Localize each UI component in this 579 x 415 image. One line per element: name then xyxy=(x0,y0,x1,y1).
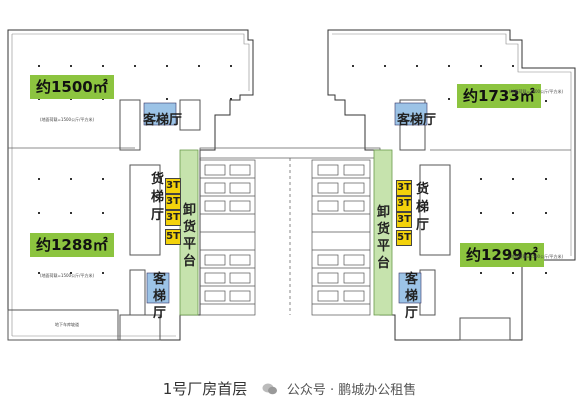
char: 梯 xyxy=(404,289,418,304)
left-loading-bays xyxy=(199,159,256,316)
left-lift-5t: 5T xyxy=(165,229,181,245)
right-lift-3t-3: 3T xyxy=(396,212,412,228)
left-parking-slots xyxy=(204,164,251,302)
char: 平 xyxy=(376,239,390,254)
right-lift-3t-1: 3T xyxy=(396,180,412,196)
right-top-passenger-lift-label: 客梯厅 xyxy=(397,113,437,128)
floor-title: 1号厂房首层 xyxy=(162,380,248,398)
char: 卸 xyxy=(376,205,390,220)
char: 厅 xyxy=(404,306,418,321)
right-lift-3t-2: 3T xyxy=(396,196,412,212)
char: 货 xyxy=(376,222,390,237)
char: 梯 xyxy=(152,289,166,304)
char: 梯 xyxy=(150,190,164,205)
central-road xyxy=(199,147,381,315)
left-top-lift-core xyxy=(143,102,177,126)
left-lift-3t-1: 3T xyxy=(165,178,181,194)
wechat-icon xyxy=(262,383,278,395)
char: 厅 xyxy=(152,306,166,321)
char: 货 xyxy=(150,172,164,187)
right-bottom-lift-core xyxy=(398,272,422,304)
left-bottom-lift-core xyxy=(146,272,170,304)
right-building-outline xyxy=(327,29,576,341)
caption: 1号厂房首层 公众号 · 鹏城办公租售 xyxy=(0,378,579,399)
char: 卸 xyxy=(182,203,196,218)
left-lift-3t-3: 3T xyxy=(165,210,181,226)
right-top-lift-core xyxy=(394,102,428,126)
char: 梯 xyxy=(415,200,429,215)
left-top-passenger-lift-label: 客梯厅 xyxy=(143,113,183,128)
right-top-area-tag: 约1733㎡ xyxy=(457,84,541,108)
left-bottom-area-tag: 约1288㎡ xyxy=(30,233,114,257)
char: 平 xyxy=(182,237,196,252)
char: 货 xyxy=(182,220,196,235)
left-top-load-note: (地面荷载=1500公斤/平方米) xyxy=(40,117,94,122)
right-bottom-load-note: (地面荷载=1500公斤/平方米) xyxy=(509,254,563,259)
left-top-area-tag: 约1500㎡ xyxy=(30,75,114,99)
char: 客 xyxy=(152,272,166,287)
char: 厅 xyxy=(150,208,164,223)
char: 台 xyxy=(376,256,390,271)
source-label: 公众号 · 鹏城办公租售 xyxy=(286,383,417,398)
char: 厅 xyxy=(415,218,429,233)
right-bottom-area-tag: 约1299㎡ xyxy=(460,243,544,267)
right-loading-platform xyxy=(373,149,393,316)
left-lift-3t-2: 3T xyxy=(165,194,181,210)
right-lift-5t: 5T xyxy=(396,230,412,246)
right-parking-slots xyxy=(317,164,365,302)
char: 客 xyxy=(404,272,418,287)
garage-ramp-label: 地下车库坡道 xyxy=(55,322,79,327)
char: 台 xyxy=(182,254,196,269)
left-column-grid xyxy=(38,65,232,274)
char: 货 xyxy=(415,182,429,197)
left-bottom-load-note: (地面荷载=1500公斤/平方米) xyxy=(40,273,94,278)
right-top-load-note: (地面荷载=1500公斤/平方米) xyxy=(509,89,563,94)
right-loading-bays xyxy=(311,159,371,316)
left-building-outline xyxy=(7,29,254,341)
